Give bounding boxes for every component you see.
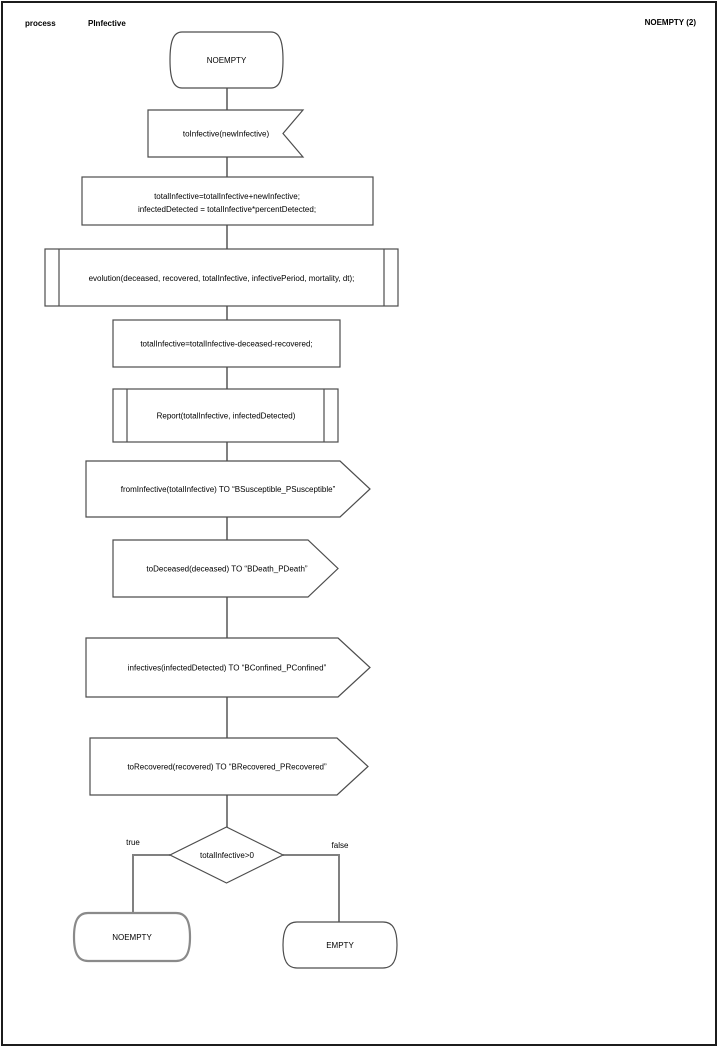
- procedure-symbol: [112, 388, 339, 443]
- state-label: NOEMPTY: [207, 56, 247, 65]
- output-symbol: [112, 539, 339, 598]
- input-signal-toinfective: toInfective(newInfective): [147, 109, 305, 158]
- process-name-label: PInfective: [88, 19, 126, 28]
- task-symbol: [112, 319, 341, 368]
- output-infectives: infectives(infectedDetected) TO “BConfin…: [85, 637, 371, 698]
- output-to-recovered: toRecovered(recovered) TO “BRecovered_PR…: [89, 737, 369, 796]
- state-page-label: NOEMPTY (2): [645, 18, 697, 27]
- decision-symbol: [168, 826, 285, 884]
- state-symbol: [282, 921, 398, 969]
- output-label: infectives(infectedDetected) TO “BConfin…: [128, 664, 327, 673]
- task-update-totals: totalInfective=totalInfective+newInfecti…: [81, 176, 374, 226]
- procedure-label: Report(totalInfective, infectedDetected): [157, 412, 296, 421]
- output-label: toRecovered(recovered) TO “BRecovered_PR…: [127, 763, 327, 772]
- state-label: NOEMPTY: [112, 933, 152, 942]
- task-symbol: [81, 176, 374, 226]
- output-symbol: [85, 637, 371, 698]
- output-label: toDeceased(deceased) TO “BDeath_PDeath”: [146, 565, 307, 574]
- task-line1: totalInfective=totalInfective+newInfecti…: [154, 192, 300, 201]
- output-symbol: [85, 460, 371, 518]
- task-subtract: totalInfective=totalInfective-deceased-r…: [112, 319, 341, 368]
- connector-true-branch: [132, 854, 170, 913]
- state-symbol: [169, 31, 284, 89]
- output-symbol: [89, 737, 369, 796]
- output-label: fromInfective(totalInfective) TO “BSusce…: [121, 485, 336, 494]
- connector-false-branch: [283, 854, 340, 922]
- decision-label: totalInfective>0: [200, 851, 255, 860]
- state-next-noempty: NOEMPTY: [72, 911, 192, 963]
- input-symbol: [147, 109, 305, 158]
- state-label: EMPTY: [326, 941, 354, 950]
- state-next-empty: EMPTY: [282, 921, 398, 969]
- task-label: totalInfective=totalInfective-deceased-r…: [140, 340, 312, 349]
- branch-true-label: true: [126, 838, 140, 847]
- state-symbol: [72, 911, 192, 963]
- task-line2: infectedDetected = totalInfective*percen…: [138, 205, 316, 214]
- decision-total-infective: totalInfective>0: [168, 826, 285, 884]
- procedure-evolution: evolution(deceased, recovered, totalInfe…: [44, 248, 399, 307]
- output-to-deceased: toDeceased(deceased) TO “BDeath_PDeath”: [112, 539, 339, 598]
- procedure-symbol: [44, 248, 399, 307]
- input-label: toInfective(newInfective): [183, 130, 270, 139]
- state-start-noempty: NOEMPTY: [169, 31, 284, 89]
- procedure-report: Report(totalInfective, infectedDetected): [112, 388, 339, 443]
- output-from-infective: fromInfective(totalInfective) TO “BSusce…: [85, 460, 371, 518]
- connectors: [132, 88, 340, 922]
- procedure-label: evolution(deceased, recovered, totalInfe…: [89, 274, 355, 283]
- diagram-kind-label: process: [25, 19, 56, 28]
- branch-false-label: false: [332, 841, 349, 850]
